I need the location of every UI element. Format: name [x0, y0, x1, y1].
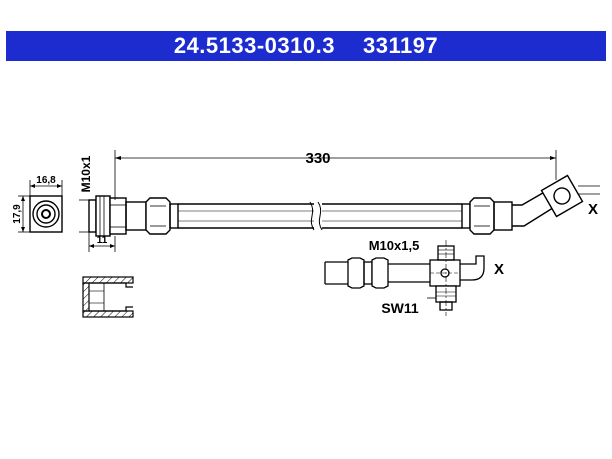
brake-hose-side-view — [88, 174, 600, 237]
fitting-end-view — [18, 180, 63, 233]
width-dimension-label: 16,8 — [36, 175, 56, 186]
height-dimension-label: 17,9 — [12, 204, 23, 224]
banjo-detail-view — [324, 240, 485, 316]
end-marker-top: X — [588, 201, 598, 218]
thread-left-extension — [79, 199, 89, 233]
length-dimension-label: 330 — [305, 150, 330, 167]
end-marker-detail: X — [494, 261, 504, 278]
length-dimension — [114, 150, 557, 200]
part-number: 24.5133-0310.3 — [173, 33, 335, 58]
wrench-size-label: SW11 — [381, 300, 419, 316]
fitting-length-dimension — [88, 232, 116, 252]
fitting-section-view — [82, 276, 134, 318]
thread-right-label: M10x1,5 — [369, 238, 420, 253]
title-bar: 24.5133-0310.3 331197 — [6, 31, 606, 61]
thread-left-label: M10x1 — [79, 155, 93, 192]
reference-number: 331197 — [362, 33, 439, 58]
fitting-length-label: 11 — [97, 235, 108, 246]
